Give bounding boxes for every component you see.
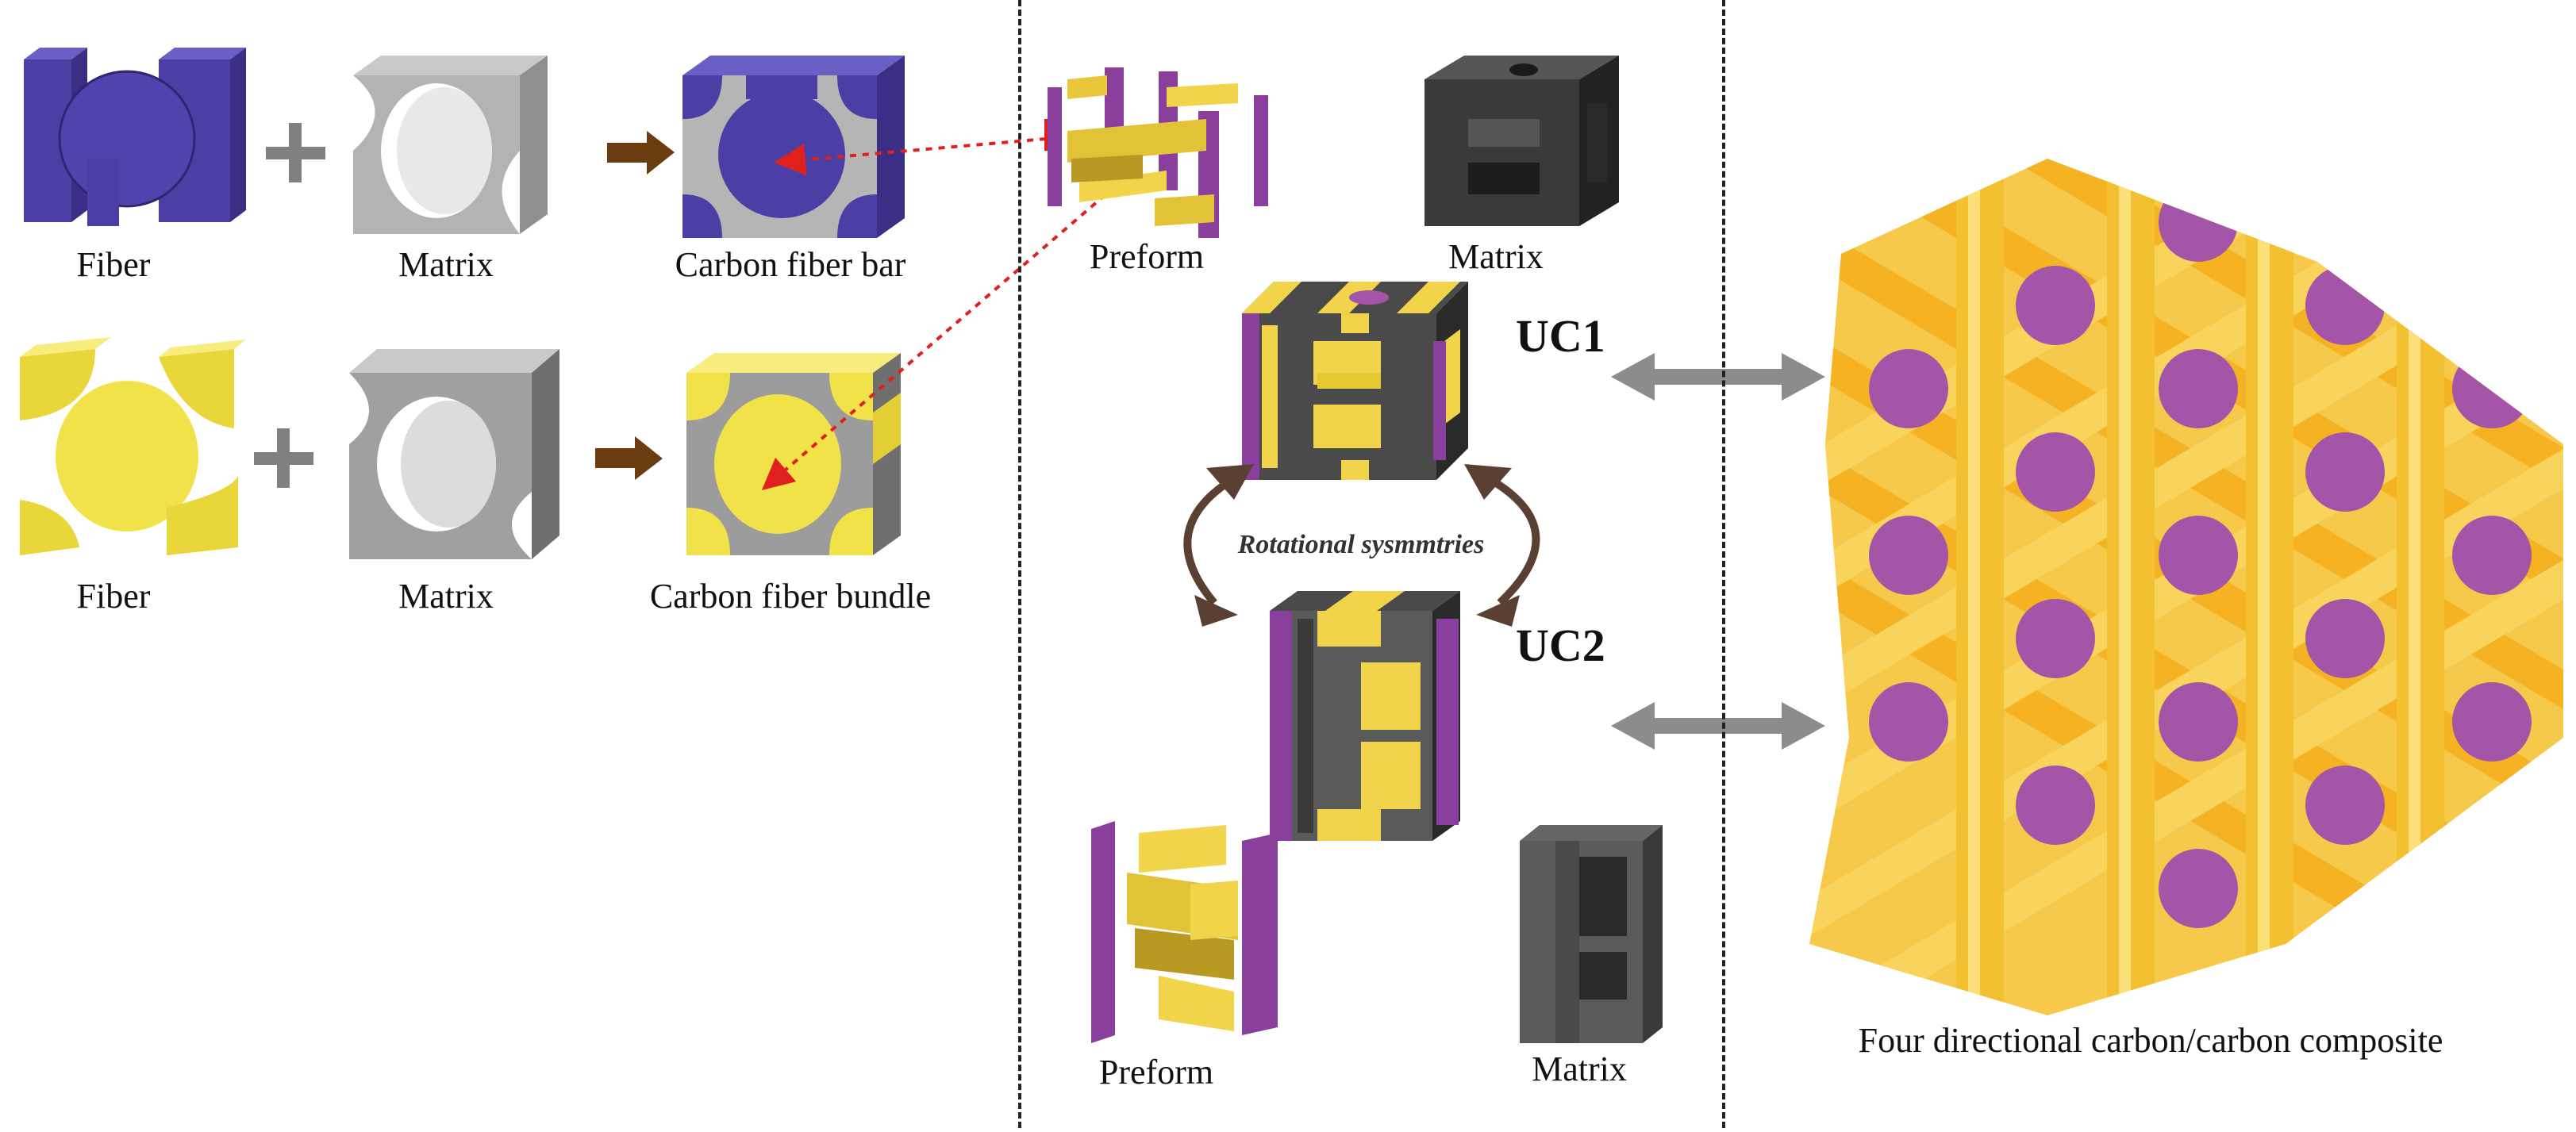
rotation-arrows <box>1183 464 1540 627</box>
label-preform-top: Preform <box>1089 237 1205 276</box>
double-arrow-uc1 <box>1611 353 1825 401</box>
carbon-fiber-bundle-cube <box>686 353 901 555</box>
gray-matrix-shape-top <box>353 56 548 234</box>
brown-arrow-top <box>607 131 675 175</box>
label-carbon-fiber-bundle: Carbon fiber bundle <box>649 577 932 616</box>
uc1-model <box>1242 282 1468 480</box>
brown-arrow-bottom <box>595 436 663 480</box>
label-fiber-top: Fiber <box>76 245 151 284</box>
label-preform-bottom: Preform <box>1098 1053 1214 1092</box>
carbon-fiber-bar-cube <box>682 56 905 238</box>
preform-top-model <box>1048 67 1268 238</box>
plus-sign-top <box>266 123 325 182</box>
composite-hexagon <box>1809 159 2563 1015</box>
label-matrix-top: Matrix <box>398 245 494 284</box>
divider-left <box>1018 0 1021 1128</box>
matrix-top-model <box>1424 56 1619 226</box>
yellow-fiber-shape <box>20 337 246 555</box>
label-carbon-fiber-bar: Carbon fiber bar <box>675 245 906 284</box>
double-arrow-uc2 <box>1611 702 1825 750</box>
label-fiber-bottom: Fiber <box>76 577 151 616</box>
link-to-bar <box>774 137 1047 176</box>
blue-fiber-shape <box>24 48 246 226</box>
plus-sign-bottom <box>254 428 313 488</box>
matrix-bottom-model <box>1520 825 1663 1043</box>
gray-matrix-shape-bottom <box>349 349 559 559</box>
label-matrix-mid-top: Matrix <box>1448 237 1544 276</box>
label-matrix-bottom: Matrix <box>398 577 494 616</box>
label-rotational-symmetries: Rotational sysmmtries <box>1237 530 1485 559</box>
preform-bottom-model <box>1091 821 1278 1043</box>
divider-right <box>1722 0 1725 1128</box>
label-matrix-mid-bottom: Matrix <box>1532 1049 1627 1088</box>
label-uc1: UC1 <box>1516 310 1605 362</box>
label-composite: Four directional carbon/carbon composite <box>1858 1021 2443 1060</box>
label-uc2: UC2 <box>1516 620 1605 671</box>
uc2-model <box>1270 591 1460 841</box>
